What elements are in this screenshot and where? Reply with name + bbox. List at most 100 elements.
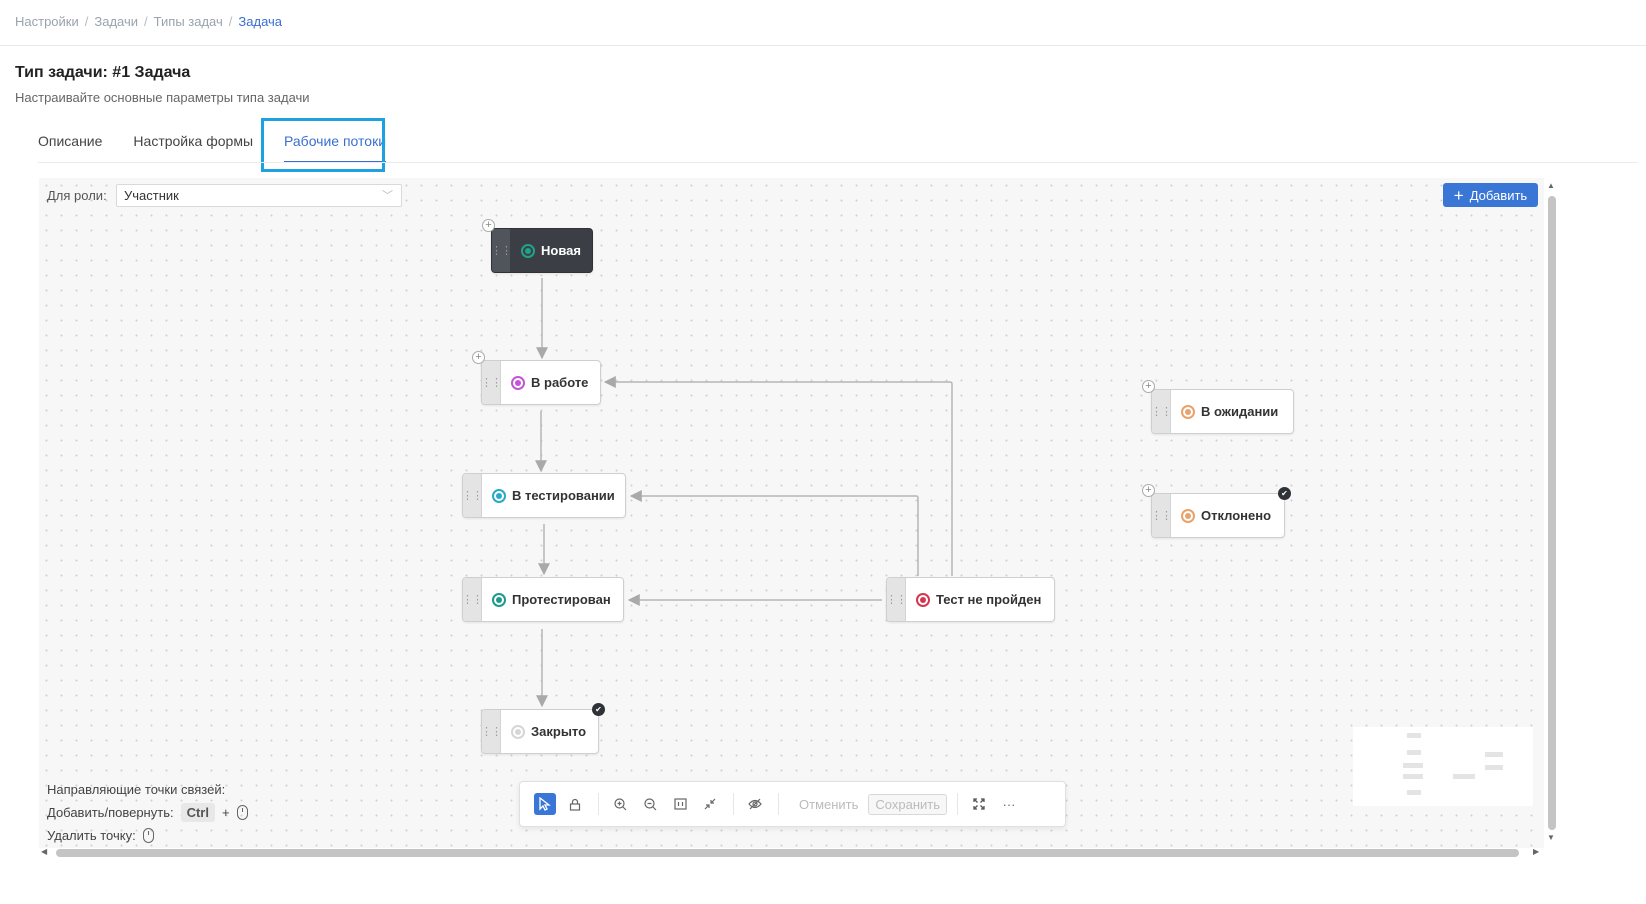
status-dot-icon [1181,508,1195,523]
minimap-node [1407,733,1421,738]
minimap-node [1453,774,1475,779]
plus-icon: + [1453,185,1464,205]
status-dot-icon [916,592,930,607]
tab-form-settings[interactable]: Настройка формы [133,133,254,149]
status-node-testing[interactable]: ⋮⋮ В тестировании [462,473,626,518]
toolbar-separator [778,793,779,815]
status-node-new[interactable]: + ⋮⋮ Новая [482,219,593,273]
tab-description[interactable]: Описание [38,133,103,149]
minimap-node [1485,752,1503,757]
hints-title: Направляющие точки связей: [47,782,226,797]
horizontal-scroll-thumb[interactable] [56,849,1519,857]
minimap[interactable] [1353,727,1533,806]
status-label: Отклонено [1201,508,1272,523]
role-label: Для роли: [47,188,107,203]
add-status-label: Добавить [1469,187,1528,203]
status-label: Тест не пройден [936,592,1042,607]
status-node-rejected[interactable]: + ✔ ⋮⋮ Отклонено [1142,484,1291,538]
final-status-check-icon: ✔ [1278,487,1291,500]
mouse-click-icon [142,828,154,843]
canvas-toolbar: Отменить Сохранить ··· [519,781,1066,827]
page-title: Тип задачи: #1 Задача [15,64,191,81]
connection-hints: Направляющие точки связей: Добавить/пове… [47,782,248,848]
final-status-check-icon: ✔ [592,703,605,716]
add-transition-icon[interactable]: + [1142,484,1155,497]
scroll-down-icon[interactable]: ▼ [1547,833,1555,842]
fullscreen-icon[interactable] [968,793,990,815]
drag-handle-icon[interactable]: ⋮⋮ [1151,390,1172,433]
breadcrumb-tasks[interactable]: Задачи [94,14,139,29]
minimap-node [1485,765,1503,770]
breadcrumb-task-types[interactable]: Типы задач [153,14,223,29]
zoom-in-icon[interactable] [609,793,631,815]
drag-handle-icon[interactable]: ⋮⋮ [462,474,483,517]
add-transition-icon[interactable]: + [472,351,485,364]
hint-add-rotate-label: Добавить/повернуть: [47,805,174,820]
pointer-icon[interactable] [534,793,556,815]
vertical-scroll-thumb[interactable] [1548,196,1556,830]
save-button[interactable]: Сохранить [868,793,948,815]
status-label: В тестировании [512,488,615,503]
status-label: В ожидании [1201,404,1279,419]
breadcrumb-settings[interactable]: Настройки [15,14,79,29]
drag-handle-icon[interactable]: ⋮⋮ [491,229,512,272]
scroll-left-icon[interactable]: ◀ [41,847,48,856]
ctrl-key: Ctrl [180,803,215,822]
status-label: В работе [531,375,589,390]
edge-failed-in-progress [603,376,953,576]
scroll-right-icon[interactable]: ▶ [1533,847,1540,856]
status-node-closed[interactable]: ✔ ⋮⋮ Закрыто [481,703,605,754]
undo-button[interactable]: Отменить [799,796,859,812]
drag-handle-icon[interactable]: ⋮⋮ [1151,494,1172,537]
scroll-up-icon[interactable]: ▲ [1547,181,1555,190]
more-icon[interactable]: ··· [1002,796,1016,812]
transition-edges [535,278,953,708]
breadcrumb: Настройки / Задачи / Типы задач / Задача [15,14,282,29]
role-select[interactable]: Участник ﹀ [116,184,402,207]
status-label: Протестирован [512,592,611,607]
minimap-node [1403,774,1423,779]
status-label: Закрыто [531,724,587,739]
header-divider [0,45,1646,46]
workflow-canvas[interactable]: Для роли: Участник ﹀ + Добавить + ⋮⋮ Нов [39,178,1544,848]
breadcrumb-separator: / [228,14,233,29]
minimap-node [1403,763,1423,768]
zoom-out-icon[interactable] [639,793,661,815]
page-subtitle: Настраивайте основные параметры типа зад… [15,90,310,105]
hint-delete-point: Удалить точку: [47,828,248,843]
hint-delete-point-label: Удалить точку: [47,828,136,843]
drag-handle-icon[interactable]: ⋮⋮ [481,361,502,404]
breadcrumb-separator: / [144,14,148,29]
hint-add-rotate: Добавить/повернуть: Ctrl + [47,803,248,822]
drag-handle-icon[interactable]: ⋮⋮ [462,578,483,621]
breadcrumb-current: Задача [238,14,283,29]
status-node-tested[interactable]: ⋮⋮ Протестирован [462,577,624,622]
toolbar-separator [598,793,599,815]
add-status-button[interactable]: + Добавить [1443,183,1538,207]
toolbar-separator [957,793,959,815]
tab-bar: Описание Настройка формы Рабочие потоки [38,126,417,163]
drag-handle-icon[interactable]: ⋮⋮ [886,578,907,621]
role-select-value: Участник [124,188,179,203]
vertical-scrollbar[interactable]: ▲ ▼ [1546,181,1558,844]
toolbar-separator [733,793,734,815]
eye-off-icon[interactable] [744,793,766,815]
add-transition-icon[interactable]: + [1142,380,1155,393]
collapse-icon[interactable] [699,793,721,815]
minimap-node [1407,750,1421,755]
status-node-in-progress[interactable]: + ⋮⋮ В работе [472,351,601,405]
tabs-divider [38,162,1638,163]
status-label: Новая [541,243,581,258]
tab-workflows[interactable]: Рабочие потоки [284,126,387,163]
horizontal-scrollbar[interactable]: ◀ ▶ [41,846,1543,858]
fit-view-icon[interactable] [669,793,691,815]
status-node-waiting[interactable]: + ⋮⋮ В ожидании [1142,380,1294,434]
drag-handle-icon[interactable]: ⋮⋮ [481,710,502,753]
breadcrumb-separator: / [84,14,89,29]
lock-icon[interactable] [564,793,586,815]
status-node-test-failed[interactable]: ⋮⋮ Тест не пройден [886,577,1055,622]
minimap-node [1407,790,1421,795]
add-transition-icon[interactable]: + [482,219,495,232]
mouse-click-icon [236,805,248,820]
status-dot-icon [511,724,525,739]
